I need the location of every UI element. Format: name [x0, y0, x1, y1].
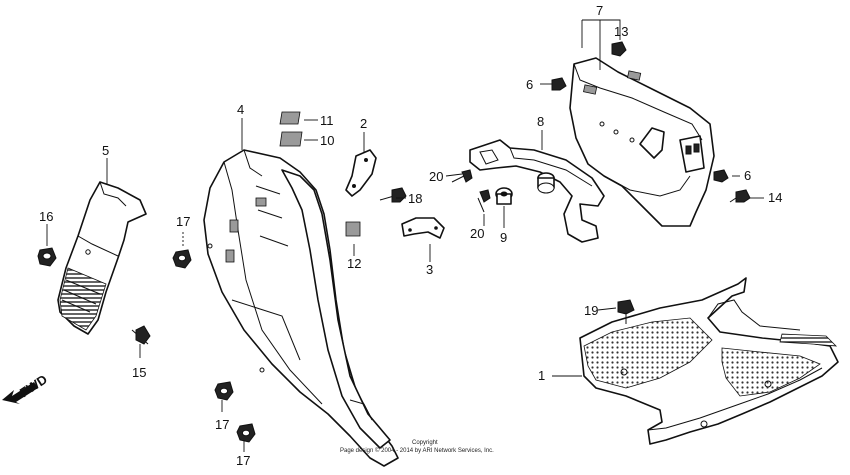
callout-6-left: 6: [526, 77, 533, 92]
part-15-screw: [131, 325, 151, 345]
part-4-inner-shield: [203, 149, 399, 467]
part-13-nut: [611, 41, 627, 57]
part-20-screw-upper: [451, 169, 473, 183]
leader-lines: [46, 19, 764, 452]
callout-9: 9: [500, 230, 507, 245]
callout-17-lower: 17: [236, 453, 250, 468]
fwd-arrow: FWD: [2, 372, 50, 404]
fwd-label: FWD: [17, 372, 50, 401]
part-2-bracket: [345, 149, 377, 197]
callout-12: 12: [347, 256, 361, 271]
copyright-line-2: Page design © 2004 - 2014 by ARI Network…: [340, 447, 494, 454]
callout-20-upper: 20: [429, 169, 443, 184]
callout-3: 3: [426, 262, 433, 277]
callout-13: 13: [614, 24, 628, 39]
part-18-bolt: [379, 187, 407, 203]
part-16-nut: [37, 247, 57, 267]
callout-17-middle: 17: [215, 417, 229, 432]
callout-19: 19: [584, 303, 598, 318]
part-17-nut-lower: [236, 423, 256, 443]
callout-5: 5: [102, 143, 109, 158]
callout-14: 14: [768, 190, 782, 205]
callout-2: 2: [360, 116, 367, 131]
callout-6-right: 6: [744, 168, 751, 183]
callout-16: 16: [39, 209, 53, 224]
part-20-screw-lower: [477, 189, 491, 213]
part-6-nut-left: [551, 77, 567, 91]
part-6-nut-right: [713, 169, 729, 183]
callout-8: 8: [537, 114, 544, 129]
part-19-bolt: [617, 299, 635, 324]
part-9-grommet: [495, 187, 513, 205]
part-1-floor-panel: [579, 277, 839, 445]
part-3-bracket: [401, 217, 445, 239]
part-10-label: [279, 131, 303, 147]
callout-11: 11: [320, 113, 334, 128]
callout-10: 10: [320, 133, 334, 148]
callout-17-upper: 17: [176, 214, 190, 229]
part-8-frame-bracket: [469, 139, 605, 243]
callout-4: 4: [237, 102, 244, 117]
part-11-label: [279, 111, 301, 125]
callout-7: 7: [596, 3, 603, 18]
callout-1: 1: [538, 368, 545, 383]
copyright-line-1: Copyright: [412, 440, 438, 446]
part-14-bolt: [729, 189, 751, 203]
part-17-nut-upper: [172, 232, 192, 269]
callouts: 1 2 3 4 5 6 6 7 8 9 10 11 12 13 14 15 16…: [39, 3, 782, 468]
callout-20-lower: 20: [470, 226, 484, 241]
part-17-nut-middle: [214, 381, 234, 401]
part-12-label: [345, 221, 361, 237]
part-7-inner-cover: [569, 57, 715, 227]
part-5-front-cover: [57, 181, 147, 335]
callout-18: 18: [408, 191, 422, 206]
callout-15: 15: [132, 365, 146, 380]
